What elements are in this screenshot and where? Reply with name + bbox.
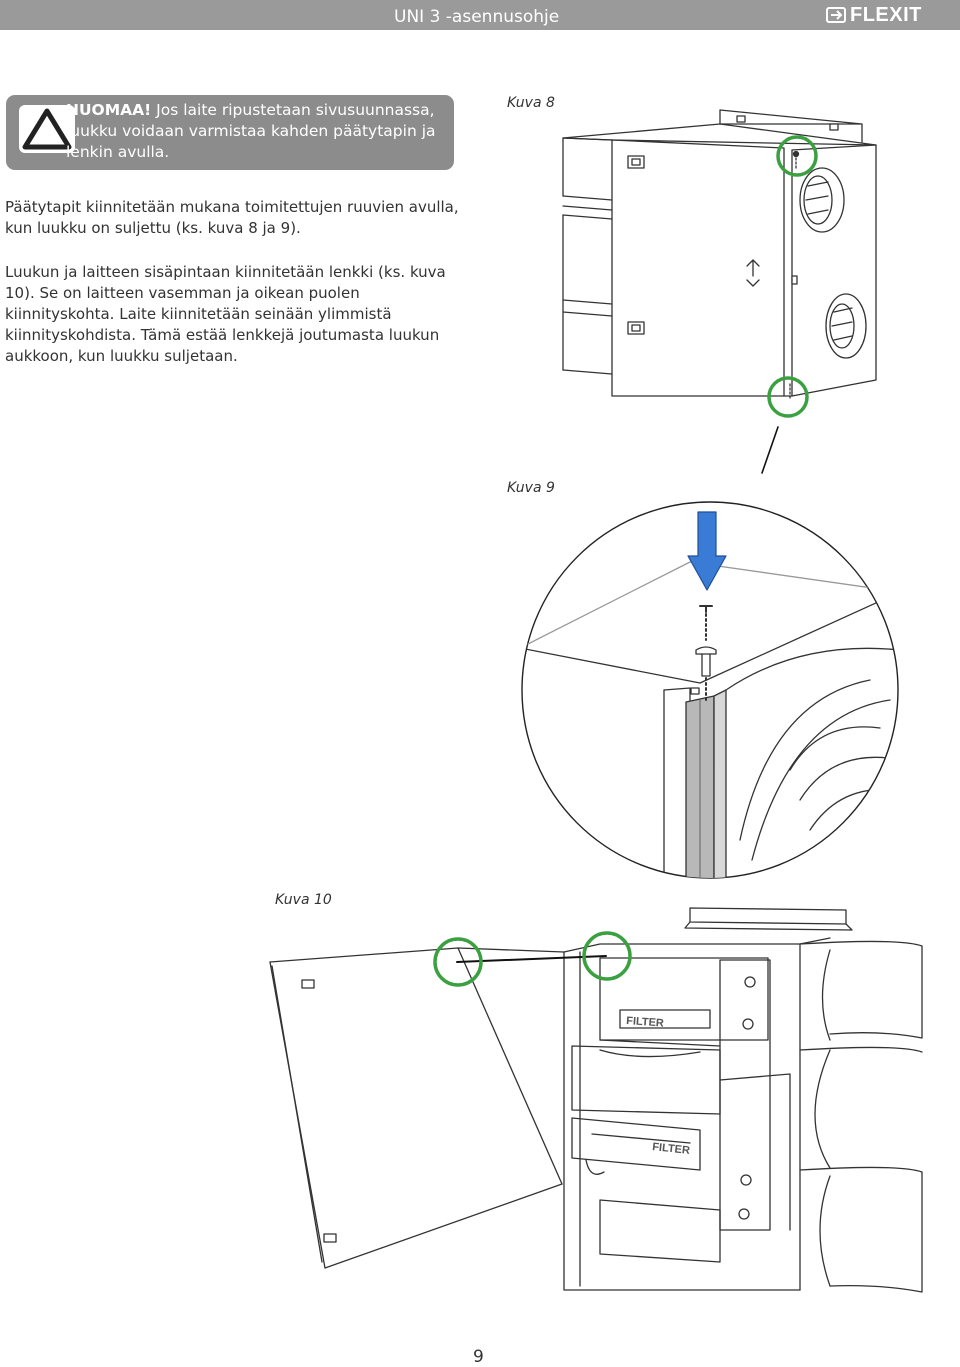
filter-label-upper: FILTER (626, 1015, 664, 1030)
document-title: UNI 3 -asennusohje (394, 7, 560, 27)
warning-triangle-icon (19, 105, 75, 153)
figure-caption-kuva9: Kuva 9 (507, 480, 555, 496)
notice-text: HUOMAA! Jos laite ripustetaan sivusuunna… (66, 100, 451, 163)
brand-logo: FLEXIT (826, 3, 922, 26)
page-number: 9 (473, 1347, 484, 1367)
notice-label: HUOMAA! (66, 101, 152, 119)
highlight-circle-top (776, 135, 818, 177)
figure-caption-kuva10: Kuva 10 (275, 892, 332, 908)
paragraph-loop: Luukun ja laitteen sisäpintaan kiinnitet… (5, 263, 446, 365)
figure-kuva10-drawing (269, 907, 923, 1293)
figure-caption-kuva8: Kuva 8 (507, 95, 555, 111)
paragraph-end-pins: Päätytapit kiinnitetään mukana toimitett… (5, 198, 459, 237)
figure-kuva9-drawing (521, 501, 899, 879)
highlight-circle-body (582, 931, 632, 981)
warning-notice: HUOMAA! Jos laite ripustetaan sivusuunna… (6, 95, 454, 170)
brand-name: FLEXIT (850, 3, 922, 26)
flexit-logo-icon (826, 7, 846, 23)
page-header: UNI 3 -asennusohje FLEXIT (0, 0, 960, 30)
highlight-circle-bottom (767, 376, 809, 418)
notice-body: Jos laite ripustetaan sivusuunnassa, luu… (66, 101, 436, 161)
figure-kuva8-drawing (562, 109, 877, 474)
highlight-circle-door (433, 937, 483, 987)
filter-label-lower: FILTER (652, 1141, 691, 1157)
